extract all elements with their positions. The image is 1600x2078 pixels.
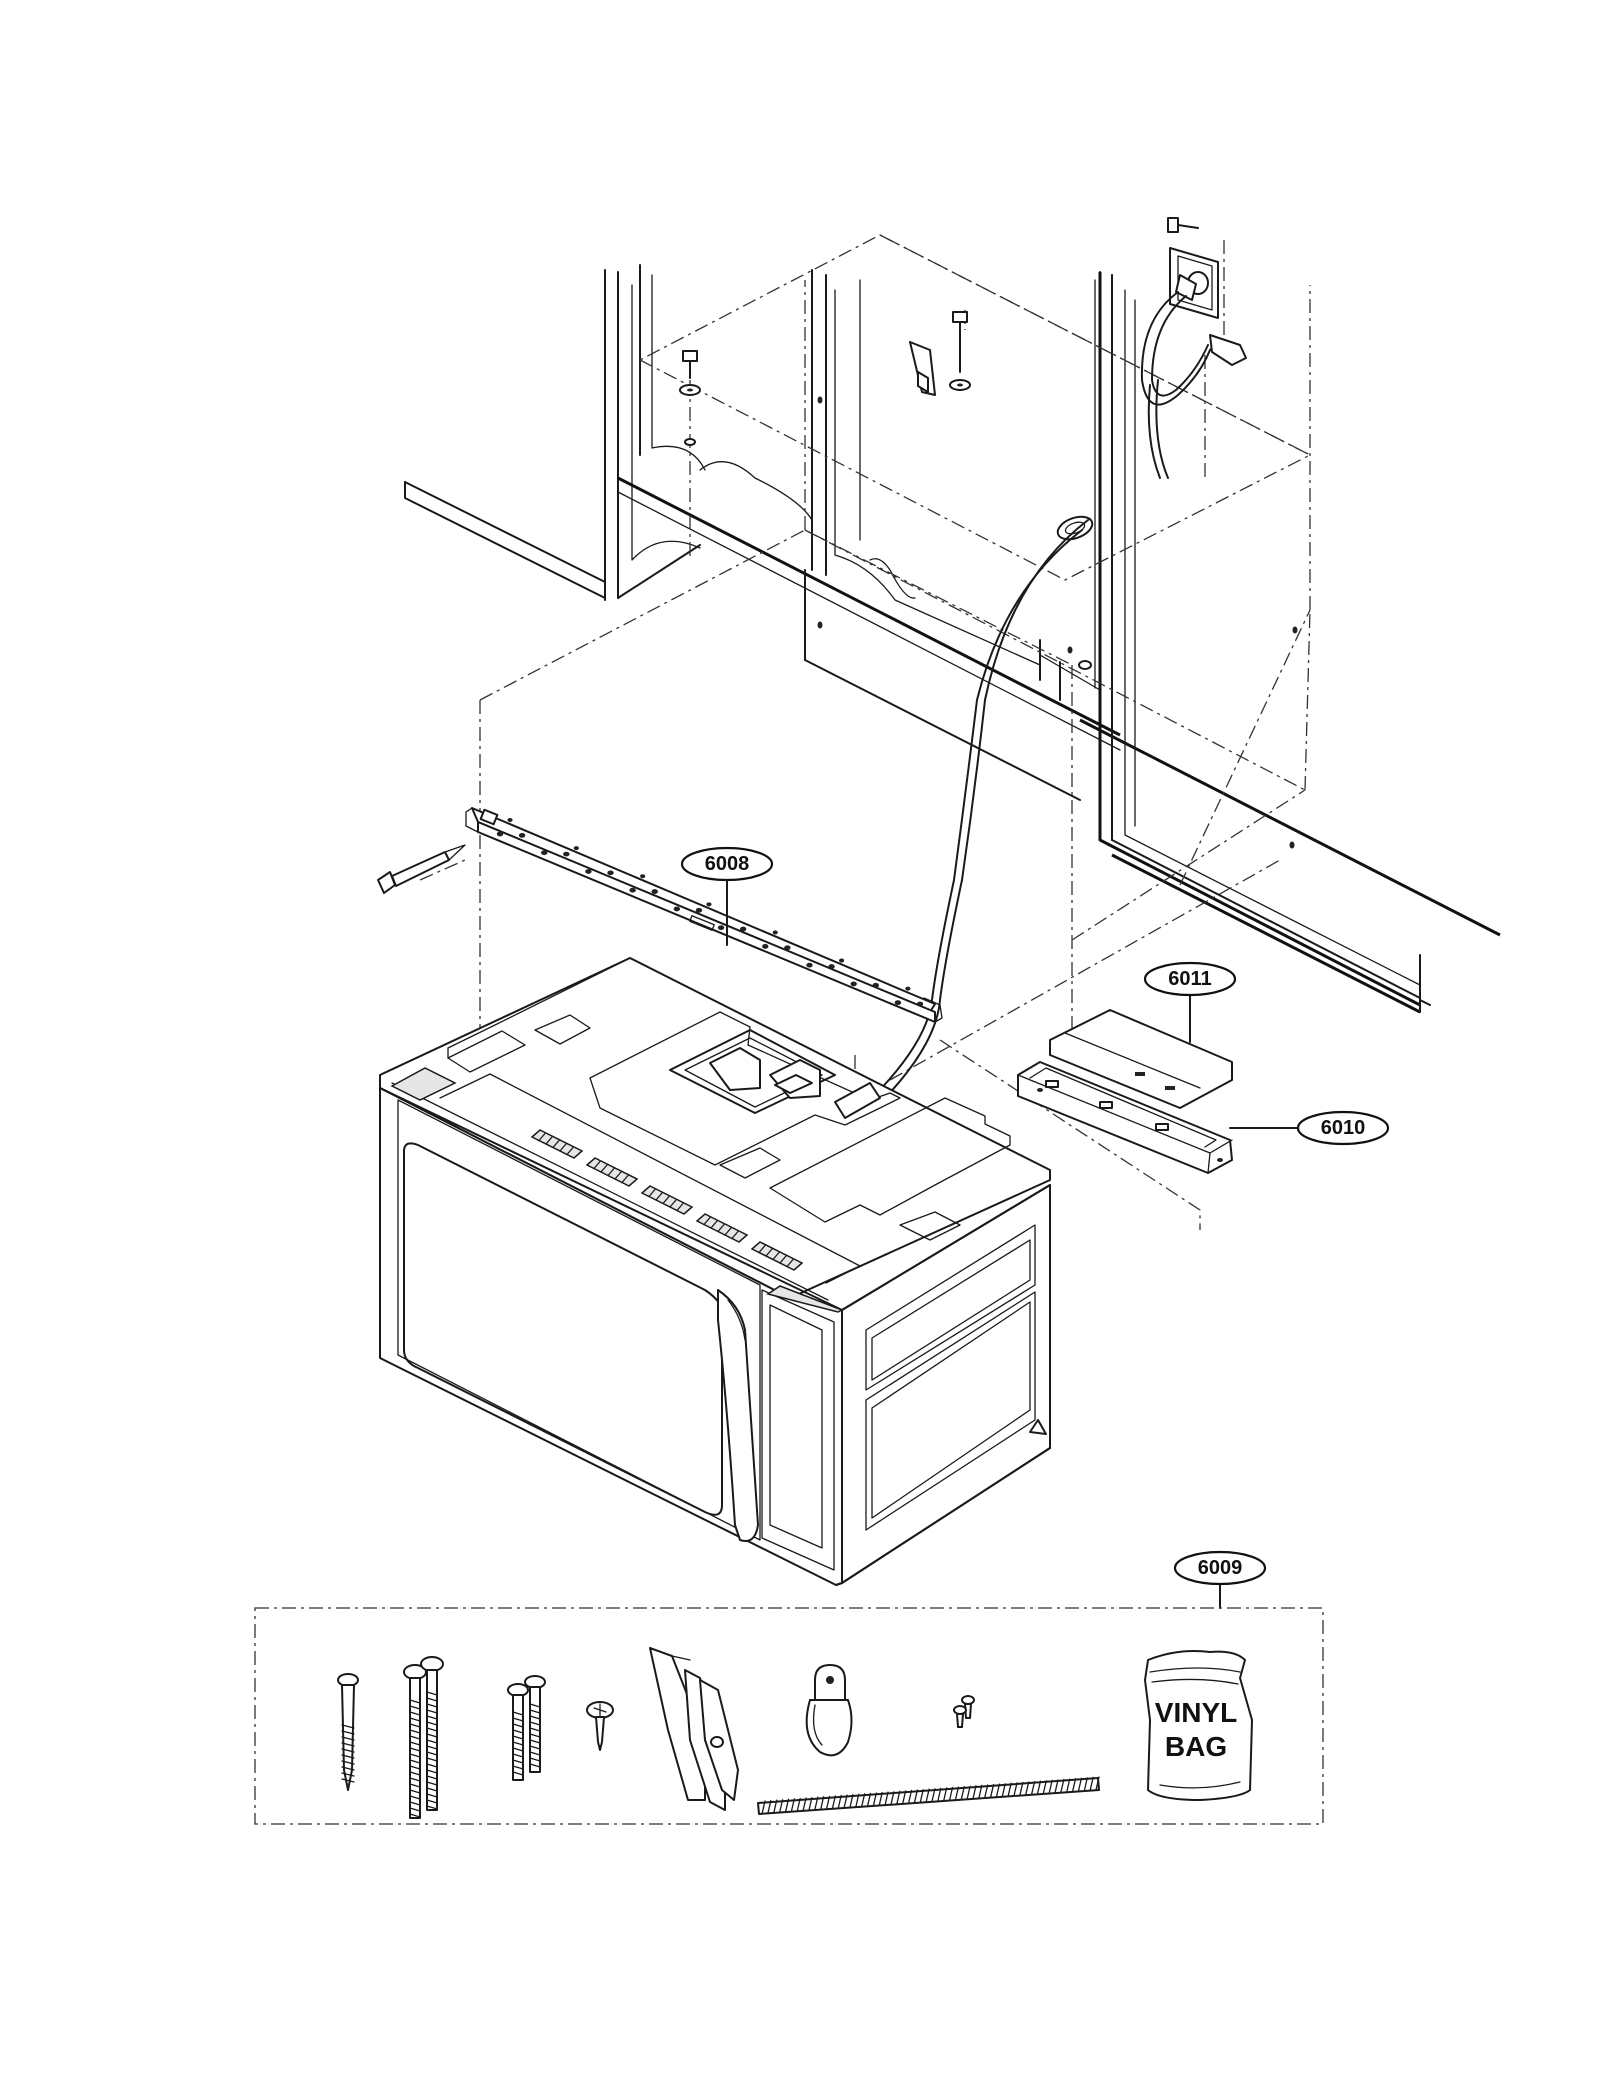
plate-hole-pattern: [496, 818, 924, 1007]
spring-icon: [757, 1776, 1100, 1815]
tiny-screw-icon: [953, 1695, 975, 1728]
damper-assembly: [1017, 1009, 1233, 1174]
callout-label-6009: 6009: [1198, 1557, 1243, 1579]
damper-tray-6010: [1017, 1061, 1233, 1174]
callout-label-6010: 6010: [1321, 1117, 1366, 1139]
damper-cover-6011: [1049, 1009, 1233, 1109]
hole-marker: [1292, 626, 1298, 634]
hardware-kit-6009: VINYL BAG: [254, 1607, 1324, 1825]
lag-screw-icon: [337, 1673, 359, 1791]
callout-6011: 6011: [1143, 961, 1237, 997]
vinyl-bag-line2: BAG: [1165, 1731, 1227, 1762]
callout-label-6011: 6011: [1168, 968, 1211, 990]
toggle-wing-icon: [649, 1647, 739, 1811]
callout-6008: 6008: [680, 846, 774, 882]
mounting-guide-lines: [419, 234, 1312, 1250]
wall-screw-icon: [377, 844, 466, 894]
vinyl-bag-icon: VINYL BAG: [1144, 1650, 1253, 1801]
upper-cabinets: [404, 264, 1501, 1014]
toggle-bolt-icon: [909, 311, 971, 396]
wall-outlet-and-power-cord: [1140, 217, 1247, 479]
power-cord-run: [831, 515, 1094, 1141]
top-fasteners: [679, 311, 1298, 849]
medium-bolt-icon: [507, 1675, 546, 1781]
hole-marker: [1067, 646, 1073, 654]
hole-marker: [817, 396, 823, 404]
callout-6010: 6010: [1296, 1110, 1390, 1146]
ceiling-screw-icon: [679, 350, 701, 446]
outlet-screw-icon: [1167, 217, 1199, 233]
hole-marker: [1078, 660, 1092, 670]
hole-marker: [817, 621, 823, 629]
long-bolt-icon: [403, 1656, 444, 1819]
hardware-kit-box: [254, 1607, 1324, 1825]
callout-leaders: [726, 877, 1301, 1609]
cord-clamp-icon: [805, 1664, 853, 1757]
vinyl-bag-line1: VINYL: [1155, 1697, 1237, 1728]
hole-marker: [1289, 841, 1295, 849]
small-screw-icon: [586, 1701, 614, 1751]
microwave-oven: [379, 957, 1051, 1586]
top-vent-grille: [530, 1129, 804, 1271]
mounting-plate-6008: [377, 807, 943, 1023]
callout-label-6008: 6008: [705, 853, 750, 875]
callout-6009: 6009: [1173, 1550, 1267, 1586]
